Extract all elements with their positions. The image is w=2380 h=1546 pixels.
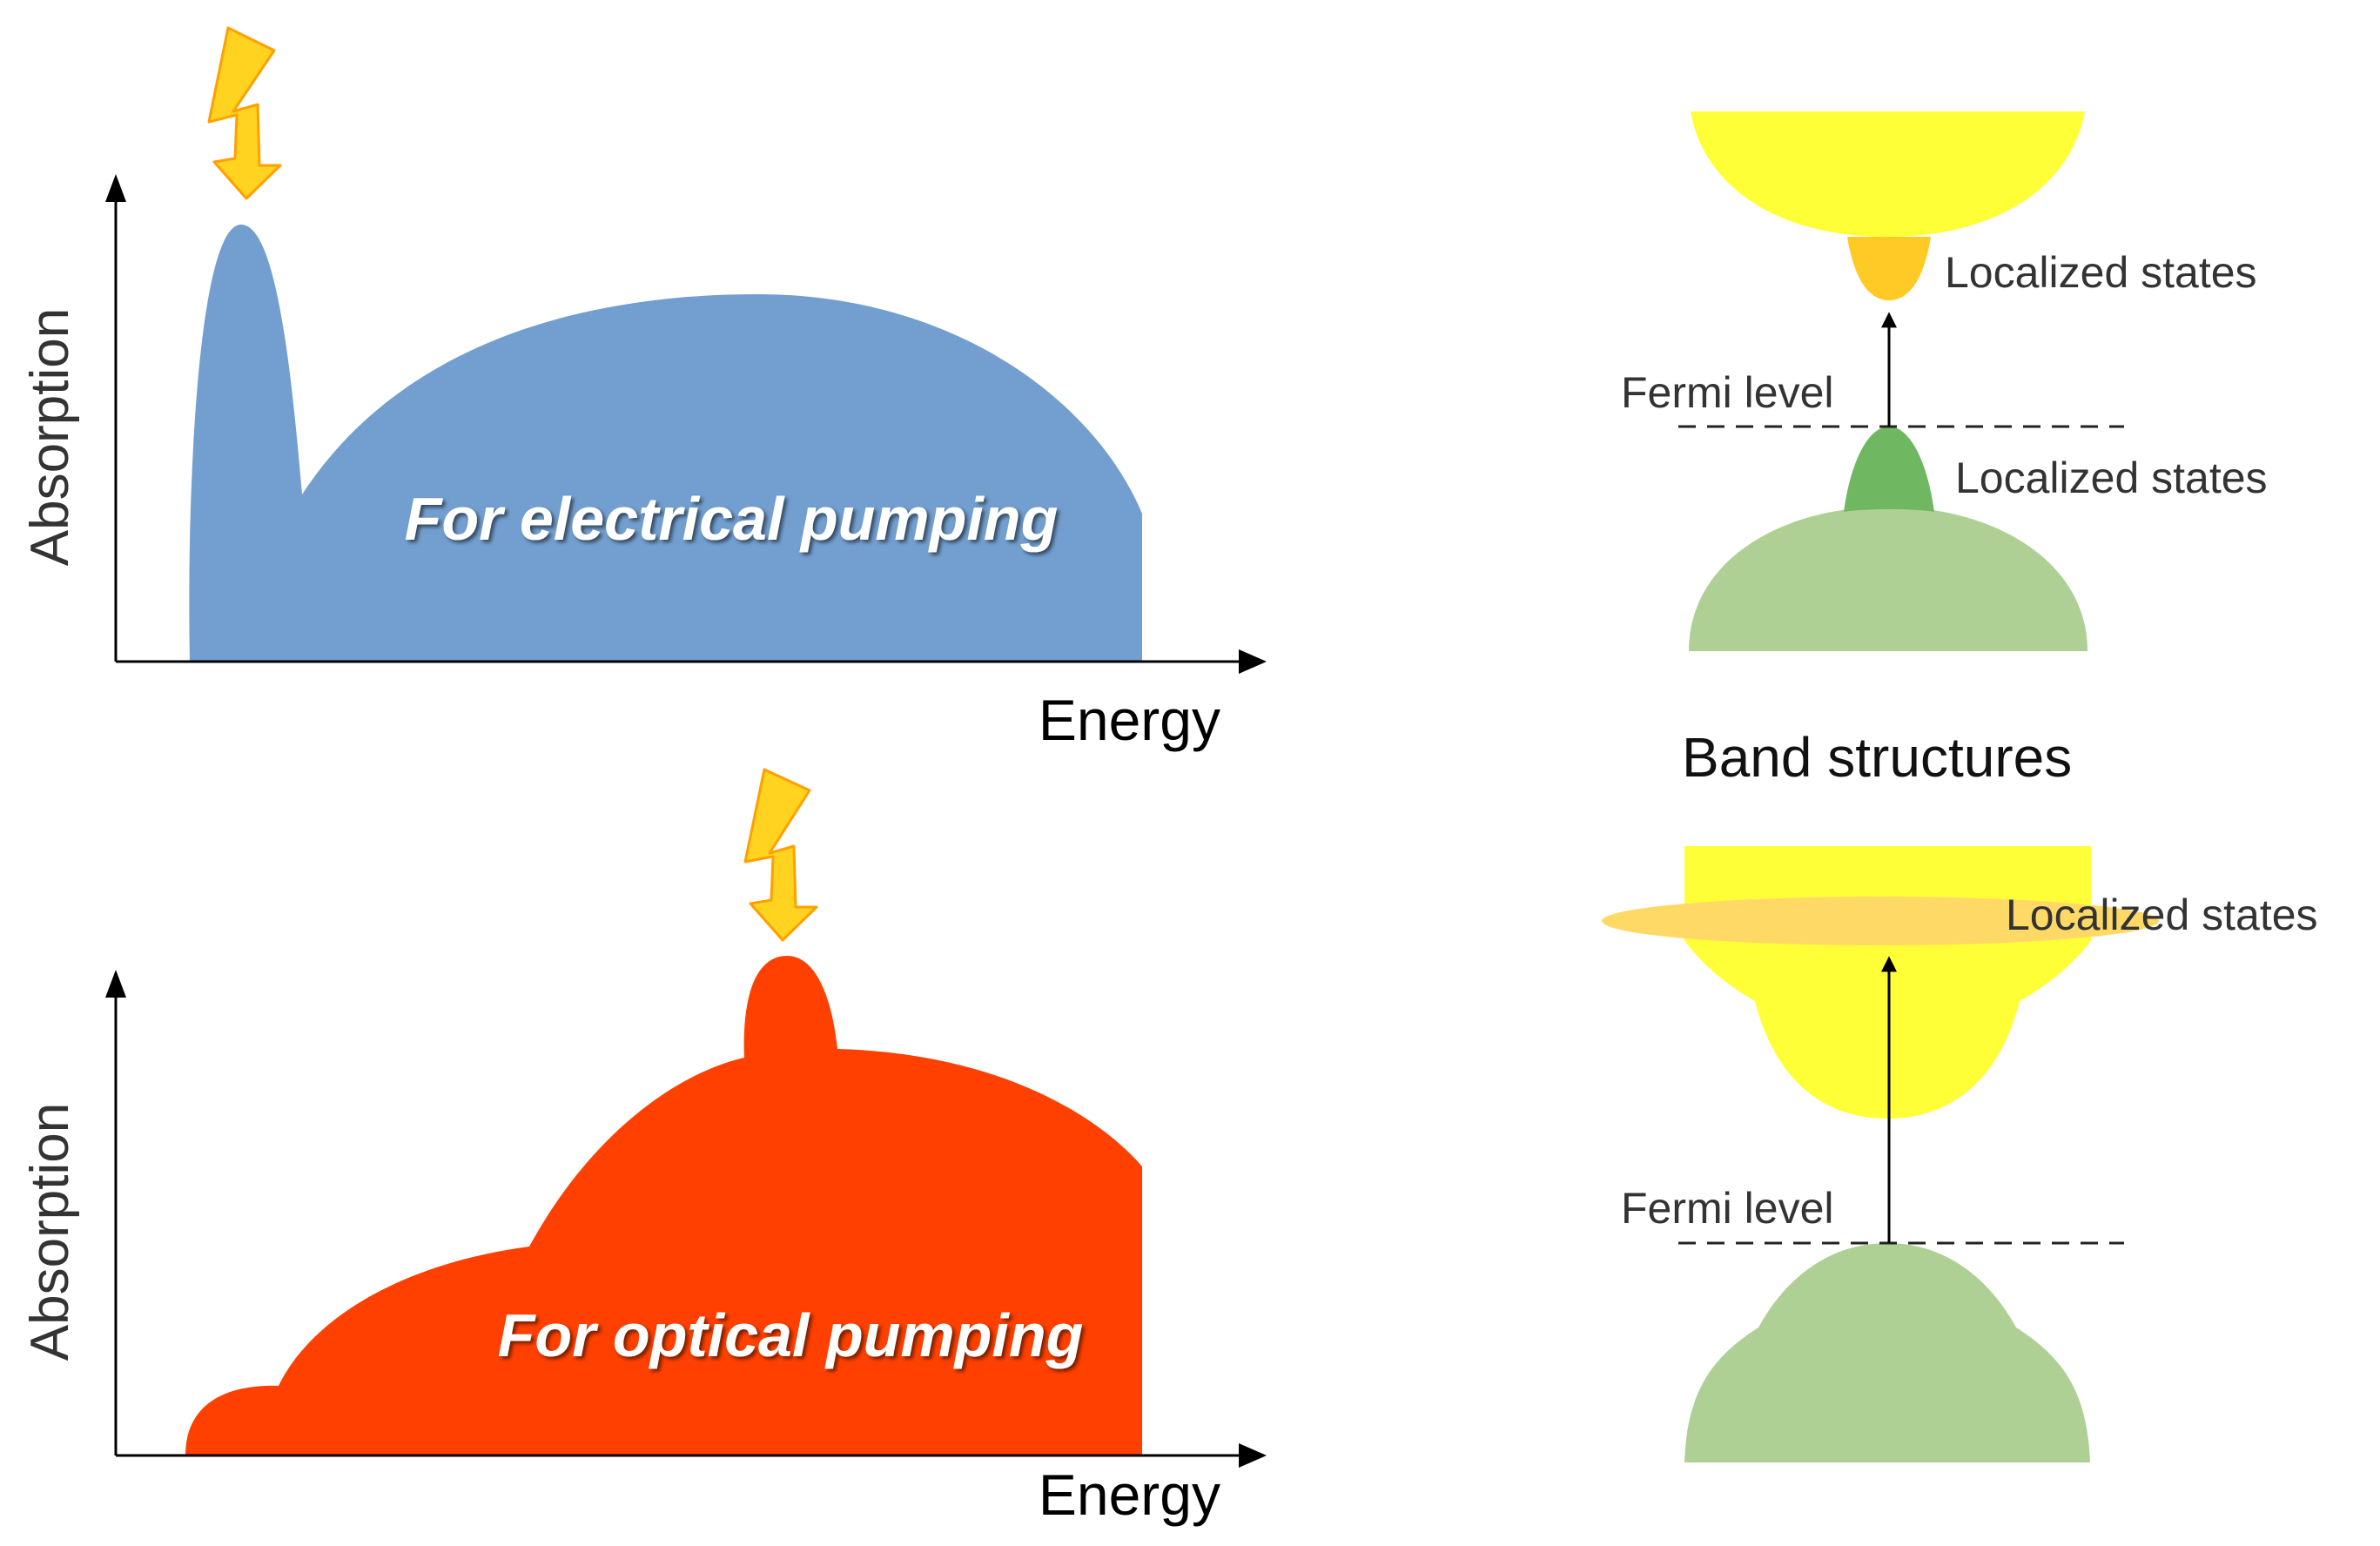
- localized-states-lower: [1844, 427, 1934, 512]
- y-axis-label: Absorption: [20, 1103, 80, 1361]
- lightning-bolt-icon: [743, 768, 818, 942]
- localized-states-upper: [1847, 237, 1931, 300]
- x-axis-arrowhead: [1239, 649, 1267, 674]
- electrical-pumping-panel: For electrical pumping Energy Absorption: [20, 26, 1267, 752]
- x-axis-arrowhead: [1239, 1443, 1267, 1468]
- x-axis-label: Energy: [1039, 1462, 1220, 1527]
- lightning-bolt-icon: [207, 26, 282, 200]
- panel-label-electrical: For electrical pumping: [405, 485, 1059, 553]
- band-structure-top: Fermi level Localized states Localized s…: [1621, 111, 2268, 651]
- valence-band: [1684, 1243, 2090, 1462]
- panel-label-optical: For optical pumping: [498, 1301, 1084, 1369]
- x-axis-label: Energy: [1039, 688, 1220, 752]
- y-axis-arrowhead: [105, 174, 126, 202]
- optical-pumping-panel: For optical pumping Energy Absorption: [20, 768, 1267, 1527]
- conduction-band: [1691, 111, 2085, 237]
- fermi-level-label: Fermi level: [1621, 1184, 1833, 1233]
- localized-states-label-upper: Localized states: [1945, 248, 2257, 297]
- localized-states-label-lower: Localized states: [1955, 454, 2268, 502]
- band-structure-bottom: Fermi level Localized states: [1602, 846, 2318, 1462]
- localized-states-band: [1602, 897, 2159, 945]
- localized-states-label: Localized states: [2006, 891, 2318, 939]
- y-axis-arrowhead: [105, 970, 126, 998]
- y-axis-label: Absorption: [20, 308, 80, 566]
- fermi-level-label: Fermi level: [1621, 368, 1833, 417]
- optical-absorption-area: [185, 956, 1142, 1455]
- electrical-absorption-area: [189, 225, 1143, 662]
- valence-band: [1689, 507, 2088, 651]
- band-structures-title: Band structures: [1682, 726, 2072, 789]
